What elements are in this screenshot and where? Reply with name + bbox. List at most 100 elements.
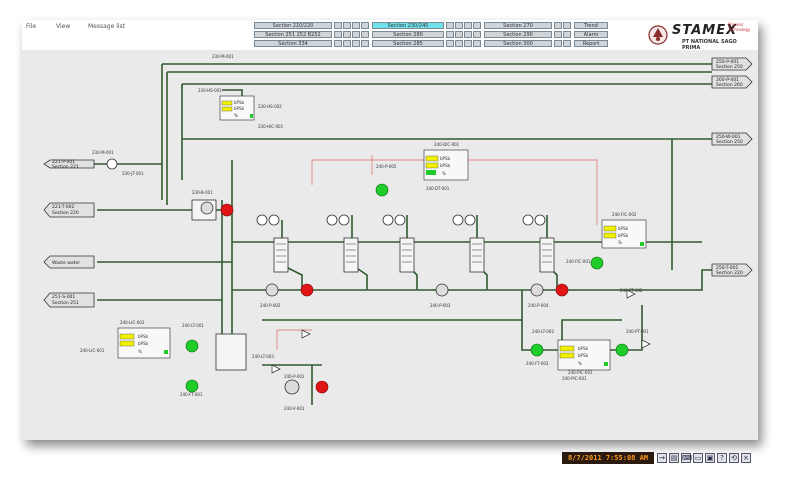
section-square[interactable]	[446, 40, 454, 47]
section-square[interactable]	[361, 22, 369, 29]
section-square[interactable]	[554, 40, 562, 47]
section-square[interactable]	[563, 31, 571, 38]
input-label: Section 221	[52, 164, 79, 170]
help-icon[interactable]: ?	[717, 453, 727, 463]
trend-button[interactable]: Trend	[574, 22, 608, 29]
section-square[interactable]	[361, 31, 369, 38]
emblem-icon	[648, 25, 668, 45]
tag-label: 240-FT-001	[180, 392, 203, 397]
input-label: Section 220	[52, 210, 79, 216]
controller-label: 240-LIC-002	[120, 320, 145, 325]
section-button[interactable]: Section 270	[484, 22, 552, 29]
menu-view[interactable]: View	[56, 23, 71, 30]
tag-label: 230-JT-001	[122, 171, 144, 176]
section-square[interactable]	[473, 40, 481, 47]
tag-label: 240-DT-001	[426, 186, 450, 191]
section-square[interactable]	[446, 22, 454, 29]
output-id: 260-P-001	[716, 77, 739, 83]
section-square[interactable]	[464, 40, 472, 47]
output-label: Section 250	[716, 139, 743, 145]
section-square[interactable]	[361, 40, 369, 47]
section-square[interactable]	[446, 31, 454, 38]
section-button[interactable]: Section 334	[254, 40, 332, 47]
section-square[interactable]	[352, 40, 360, 47]
output-id: 250-T-001	[716, 265, 738, 271]
controller-label: 230-HIC-001	[258, 124, 284, 129]
tag-label: 240-P-004	[528, 303, 549, 308]
section-square[interactable]	[343, 22, 351, 29]
tag-label: 240-FT-002	[620, 288, 643, 293]
controller-sp: bPSb	[618, 233, 628, 238]
tag-label: 230-B-001	[192, 190, 213, 195]
logo-subtitle: PT NATIONAL SAGO PRIMA	[682, 39, 737, 51]
section-square[interactable]	[464, 31, 472, 38]
section-square[interactable]	[554, 31, 562, 38]
section-button-active[interactable]: Section 230/240	[372, 22, 444, 29]
datetime-display: 8/7/2011 7:55:08 AM	[562, 452, 654, 464]
section-button[interactable]: Section 210/220	[254, 22, 332, 29]
controller-sp: bPSb	[234, 106, 244, 111]
section-navigation: Section 210/220 Section 230/240 Section …	[254, 22, 608, 48]
save-icon[interactable]: ▣	[705, 453, 715, 463]
print-icon[interactable]: ▤	[669, 453, 679, 463]
section-square[interactable]	[455, 31, 463, 38]
section-square[interactable]	[473, 22, 481, 29]
section-square[interactable]	[563, 40, 571, 47]
section-square[interactable]	[455, 22, 463, 29]
menu-file[interactable]: File	[26, 23, 37, 30]
controller-unit: %	[442, 171, 446, 176]
report-button[interactable]: Report	[574, 40, 608, 47]
section-square[interactable]	[343, 31, 351, 38]
section-square[interactable]	[334, 31, 342, 38]
tag-label: 230-M-001	[92, 150, 114, 155]
output-label: Section 250	[716, 64, 743, 70]
section-button[interactable]: Section 251 252 B252	[254, 31, 332, 38]
input-label: Waste water	[52, 260, 80, 266]
controller-label: 240-FIC-002	[612, 212, 637, 217]
section-square[interactable]	[352, 31, 360, 38]
process-diagram: 230-M-001 230-HS-001 230-HS-002 230-M-00…	[43, 54, 753, 411]
exit-icon[interactable]: ×	[741, 453, 751, 463]
section-button[interactable]: Section 290	[484, 31, 552, 38]
section-square[interactable]	[563, 22, 571, 29]
tag-label: 240-PIC-001	[562, 376, 587, 381]
tag-label: 240-P-001	[284, 374, 305, 379]
output-id: 250-P-001	[716, 59, 739, 65]
input-id: 221-T-002	[52, 204, 74, 210]
section-square[interactable]	[473, 31, 481, 38]
controller-unit: %	[234, 113, 238, 118]
tag-label: 240-LT-001	[182, 323, 204, 328]
controller-unit: %	[578, 361, 582, 366]
tag-label: 240-LT-002	[532, 329, 554, 334]
screen-icon[interactable]: ▭	[693, 453, 703, 463]
controller-pv: bPSb	[440, 156, 450, 161]
arrow-right-icon[interactable]: →	[657, 453, 667, 463]
section-square[interactable]	[334, 22, 342, 29]
logo-brand: STAMEX	[672, 23, 738, 38]
section-button[interactable]: Section 285	[372, 40, 444, 47]
output-id: 250-W-001	[716, 134, 741, 140]
process-mimic: 230-M-001 230-HS-001 230-HS-002 230-M-00…	[22, 50, 758, 464]
section-square[interactable]	[352, 22, 360, 29]
section-square[interactable]	[334, 40, 342, 47]
alarm-button[interactable]: Alarm	[574, 31, 608, 38]
controller-label: 240-DIC-001	[434, 142, 460, 147]
section-square[interactable]	[464, 22, 472, 29]
company-logo: STAMEX Process Technology PT NATIONAL SA…	[642, 22, 756, 51]
cyclone-unit	[191, 199, 555, 371]
section-square[interactable]	[554, 22, 562, 29]
logo-tagline: Process Technology	[728, 22, 751, 32]
history-icon[interactable]: ⟲	[729, 453, 739, 463]
controller-pv: bPSb	[234, 100, 244, 105]
menu-message-list[interactable]: Message list	[88, 23, 126, 30]
section-button[interactable]: Section 300	[484, 40, 552, 47]
section-square[interactable]	[343, 40, 351, 47]
section-square[interactable]	[455, 40, 463, 47]
keyboard-icon[interactable]: ⌨	[681, 453, 693, 463]
tag-label: 240-FIC-001	[566, 259, 591, 264]
input-id: 221-P-001	[52, 159, 75, 165]
tag-label: 240-V-001	[284, 406, 305, 411]
section-button[interactable]: Section 280	[372, 31, 444, 38]
controller-label: 240-PIC-001	[568, 370, 593, 375]
status-bar: 8/7/2011 7:55:08 AM → ▤ ⌨ ▭ ▣ ? ⟲ ×	[562, 452, 758, 464]
